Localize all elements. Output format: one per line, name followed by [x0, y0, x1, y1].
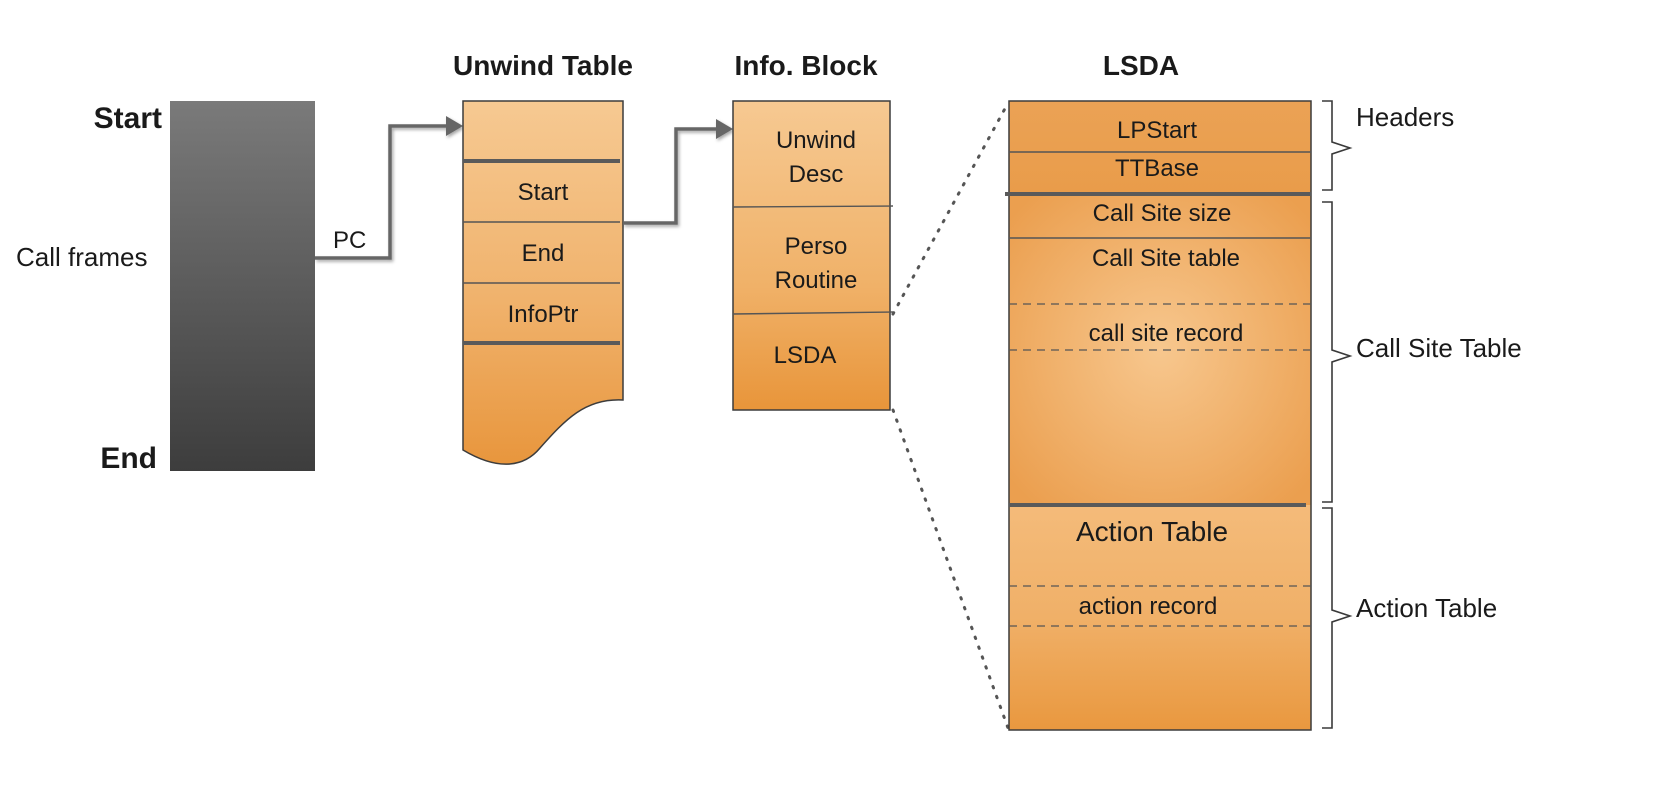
brace-call-site-table-label: Call Site Table: [1356, 333, 1522, 363]
brace-headers: Headers: [1322, 100, 1454, 191]
info-block-body: [732, 100, 891, 411]
info-block-title: Info. Block: [734, 50, 878, 81]
lsda-action-section: [1009, 505, 1311, 730]
call-frames-start-label: Start: [94, 102, 162, 135]
brace-action-table-label: Action Table: [1356, 593, 1497, 623]
arrowhead-icon: [446, 116, 463, 136]
info-perso-routine-line1: Perso: [785, 233, 848, 260]
lsda-outline: [1008, 100, 1312, 731]
brace-headers-label: Headers: [1356, 102, 1454, 132]
unwind-row-infoptr: InfoPtr: [508, 301, 579, 328]
info-divider: [732, 205, 894, 208]
pc-arrow: [315, 116, 463, 260]
info-divider: [732, 311, 894, 315]
lsda-call-site-table: Call Site table: [1092, 245, 1240, 272]
zoom-line-bottom: [891, 408, 1010, 730]
pc-label: PC: [333, 227, 366, 254]
lsda-call-site-section: [1009, 194, 1311, 505]
unwind-table: Unwind Table Start End InfoPtr: [453, 50, 633, 465]
unwind-row-start: Start: [518, 179, 569, 206]
info-unwind-desc-line2: Desc: [789, 161, 844, 188]
call-frames-stack: Start End Call frames: [16, 101, 315, 475]
info-unwind-desc-line1: Unwind: [776, 127, 856, 154]
lsda-action-record: action record: [1079, 593, 1218, 620]
info-lsda: LSDA: [774, 342, 837, 369]
lsda-ttbase: TTBase: [1115, 155, 1199, 182]
lsda-headers: [1009, 101, 1311, 194]
call-frames-box: [170, 101, 315, 471]
arrowhead-icon: [716, 119, 733, 139]
brace-call-site-table: Call Site Table: [1322, 201, 1522, 503]
info-block: Info. Block Unwind Desc Perso Routine LS…: [732, 50, 894, 411]
lsda-block: LSDA LPStart TTBase Call Site size Call …: [1005, 50, 1312, 731]
lsda-call-site-record: call site record: [1089, 320, 1244, 347]
unwind-table-title: Unwind Table: [453, 50, 633, 81]
call-frames-label: Call frames: [16, 242, 147, 272]
unwind-row-end: End: [522, 240, 565, 267]
lsda-call-site-size: Call Site size: [1093, 200, 1232, 227]
brace-action-table: Action Table: [1322, 507, 1497, 729]
infoptr-arrow: [623, 119, 733, 225]
lsda-action-table: Action Table: [1076, 516, 1228, 547]
info-perso-routine-line2: Routine: [775, 267, 858, 294]
lsda-lpstart: LPStart: [1117, 117, 1197, 144]
call-frames-end-label: End: [100, 442, 157, 475]
lsda-title: LSDA: [1103, 50, 1179, 81]
zoom-line-top: [891, 101, 1010, 316]
